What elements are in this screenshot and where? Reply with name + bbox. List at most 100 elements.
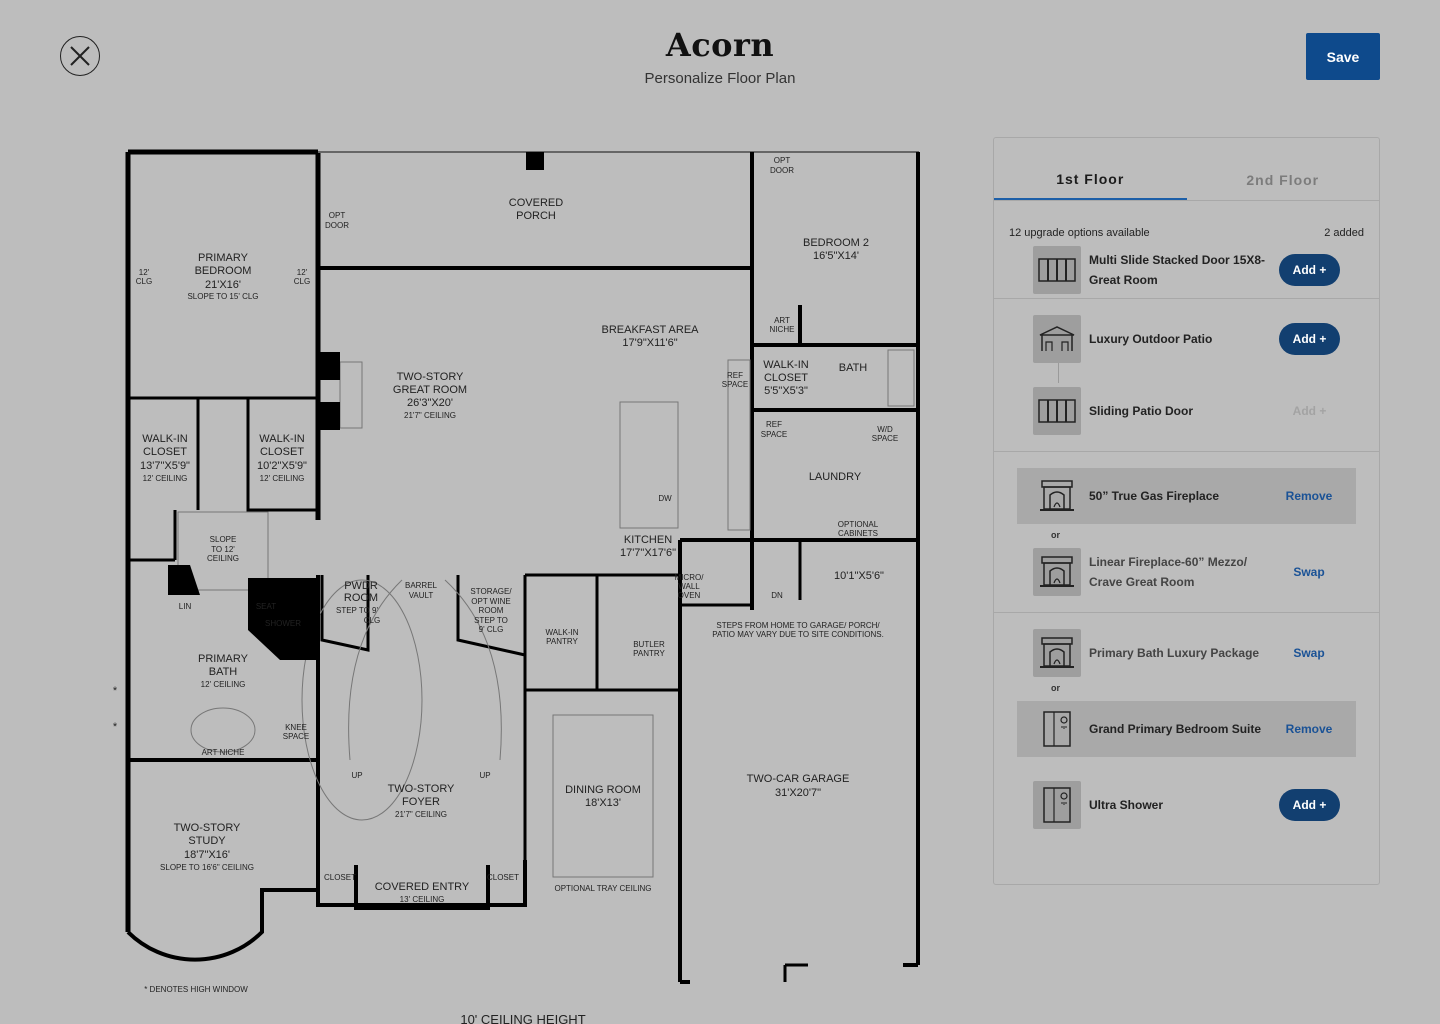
svg-text:CEILING: CEILING (207, 554, 239, 563)
room-label: 17'7"X17'6" (620, 547, 676, 559)
room-label: 12' (139, 268, 150, 277)
option-luxury-patio: Luxury Outdoor Patio Add + (1017, 311, 1356, 367)
svg-text:9' CLG: 9' CLG (479, 625, 504, 634)
room-label: STEPS FROM HOME TO GARAGE/ PORCH/ (716, 621, 880, 630)
room-label: CLG (136, 277, 152, 286)
svg-text:MICRO/: MICRO/ (675, 573, 705, 582)
room-label: BATH (839, 362, 868, 374)
room-label: PANTRY (633, 649, 665, 658)
room-label: TWO-STORY (174, 822, 241, 834)
svg-text:BEDROOM 2: BEDROOM 2 (803, 237, 869, 249)
svg-text:DOOR: DOOR (770, 166, 794, 175)
svg-text:W/D: W/D (877, 425, 893, 434)
svg-text:SLOPE TO 15' CLG: SLOPE TO 15' CLG (187, 292, 258, 301)
room-label: SLOPE (210, 535, 237, 544)
room-label: STUDY (188, 835, 226, 847)
room-label: 18'7"X16' (184, 849, 230, 861)
option-ultra-shower: Ultra Shower Add + (1017, 777, 1356, 833)
room-label: BARREL (405, 581, 438, 590)
room-label: 12' CEILING (143, 474, 188, 483)
svg-text:OPTIONAL: OPTIONAL (838, 520, 879, 529)
room-label: UP (351, 771, 362, 780)
room-label: 21'X16' (205, 279, 241, 291)
room-label: CLOSET (324, 873, 356, 882)
room-label: 10'1"X5'6" (834, 570, 884, 582)
room-label: PRIMARY (198, 252, 249, 264)
svg-text:GREAT ROOM: GREAT ROOM (393, 384, 467, 396)
room-label: ART (774, 316, 790, 325)
option-group-bath: Primary Bath Luxury Package Swap or Gran… (994, 613, 1379, 853)
room-label: SPACE (283, 732, 310, 741)
room-label: TWO-STORY (388, 783, 455, 795)
svg-text:NICHE: NICHE (770, 325, 795, 334)
ceiling-height-note: 10' CEILING HEIGHT (460, 1012, 585, 1024)
option-linear-fireplace: Linear Fireplace-60” Mezzo/ Crave Great … (1017, 544, 1356, 600)
svg-text:CABINETS: CABINETS (838, 529, 878, 538)
room-label: BEDROOM (195, 265, 252, 277)
add-button[interactable]: Add + (1279, 789, 1340, 821)
svg-text:WALL: WALL (678, 582, 700, 591)
swap-button[interactable]: Swap (1278, 646, 1340, 660)
svg-text:PANTRY: PANTRY (546, 637, 578, 646)
svg-text:SPACE: SPACE (761, 430, 788, 439)
page-title: Acorn (665, 26, 775, 64)
shower-icon (1033, 781, 1081, 829)
svg-text:STUDY: STUDY (188, 835, 226, 847)
svg-text:BREAKFAST AREA: BREAKFAST AREA (601, 324, 699, 336)
remove-button[interactable]: Remove (1278, 722, 1340, 736)
option-label: Grand Primary Bedroom Suite (1089, 722, 1262, 736)
option-label: Sliding Patio Door (1089, 404, 1193, 418)
tab-2nd-floor[interactable]: 2nd Floor (1246, 172, 1320, 188)
add-button[interactable]: Add + (1279, 323, 1340, 355)
sliding-door-icon (1033, 387, 1081, 435)
option-multi-slide-door: Multi Slide Stacked Door 15X8-Great Room… (1017, 242, 1356, 298)
svg-text:VAULT: VAULT (409, 591, 434, 600)
svg-text:CLOSET: CLOSET (143, 446, 187, 458)
svg-text:ROOM: ROOM (479, 606, 504, 615)
svg-text:PRIMARY: PRIMARY (198, 653, 249, 665)
room-label: SPACE (722, 380, 749, 389)
svg-text:OVEN: OVEN (678, 591, 701, 600)
option-grand-primary-suite: Grand Primary Bedroom Suite Remove (1017, 701, 1356, 757)
save-button[interactable]: Save (1306, 33, 1380, 80)
room-label: OPT WINE (471, 597, 510, 606)
svg-text:12' CEILING: 12' CEILING (201, 680, 246, 689)
svg-text:SPACE: SPACE (872, 434, 899, 443)
room-label: OPTIONAL TRAY CEILING (554, 884, 651, 893)
room-label: 12' CEILING (260, 474, 305, 483)
remove-button[interactable]: Remove (1278, 489, 1340, 503)
svg-text:BATH: BATH (209, 666, 238, 678)
room-label: 26'3"X20' (407, 397, 453, 409)
floor-plan[interactable]: COVERED PORCH OPT DOOR OPT DOOR PRIMARY … (112, 138, 932, 1024)
close-button[interactable] (60, 36, 100, 76)
room-label: 16'5"X14' (813, 250, 859, 262)
room-label: OVEN (678, 591, 701, 600)
option-sliding-patio-door: Sliding Patio Door Add + (1017, 383, 1356, 439)
room-label: PANTRY (546, 637, 578, 646)
room-label: * DENOTES HIGH WINDOW (144, 985, 248, 994)
svg-text:SEAT: SEAT (256, 602, 276, 611)
svg-text:SLOPE: SLOPE (210, 535, 237, 544)
room-label: STEP TO 9' (336, 606, 378, 615)
svg-text:TO 12': TO 12' (211, 545, 235, 554)
svg-text:ROOM: ROOM (344, 592, 378, 604)
tab-1st-floor[interactable]: 1st Floor (994, 138, 1187, 200)
svg-text:OPT: OPT (329, 211, 346, 220)
room-label: STORAGE/ (470, 587, 512, 596)
svg-text:ART NICHE: ART NICHE (202, 748, 245, 757)
page-header: Acorn Personalize Floor Plan (0, 26, 1440, 87)
svg-text:PANTRY: PANTRY (633, 649, 665, 658)
svg-text:SPACE: SPACE (283, 732, 310, 741)
svg-text:LAUNDRY: LAUNDRY (809, 471, 862, 483)
svg-text:TWO-STORY: TWO-STORY (174, 822, 241, 834)
room-label: ART NICHE (202, 748, 245, 757)
svg-text:COVERED ENTRY: COVERED ENTRY (375, 881, 470, 893)
svg-text:TWO-STORY: TWO-STORY (388, 783, 455, 795)
sliding-door-icon (1033, 246, 1081, 294)
swap-button[interactable]: Swap (1278, 565, 1340, 579)
floor-plan-labels: COVERED PORCH OPT DOOR OPT DOOR PRIMARY … (113, 156, 898, 1024)
svg-text:13'7"X5'9": 13'7"X5'9" (140, 460, 190, 472)
options-summary: 12 upgrade options available 2 added (994, 201, 1379, 239)
add-button[interactable]: Add + (1279, 254, 1340, 286)
svg-text:10'1"X5'6": 10'1"X5'6" (834, 570, 884, 582)
